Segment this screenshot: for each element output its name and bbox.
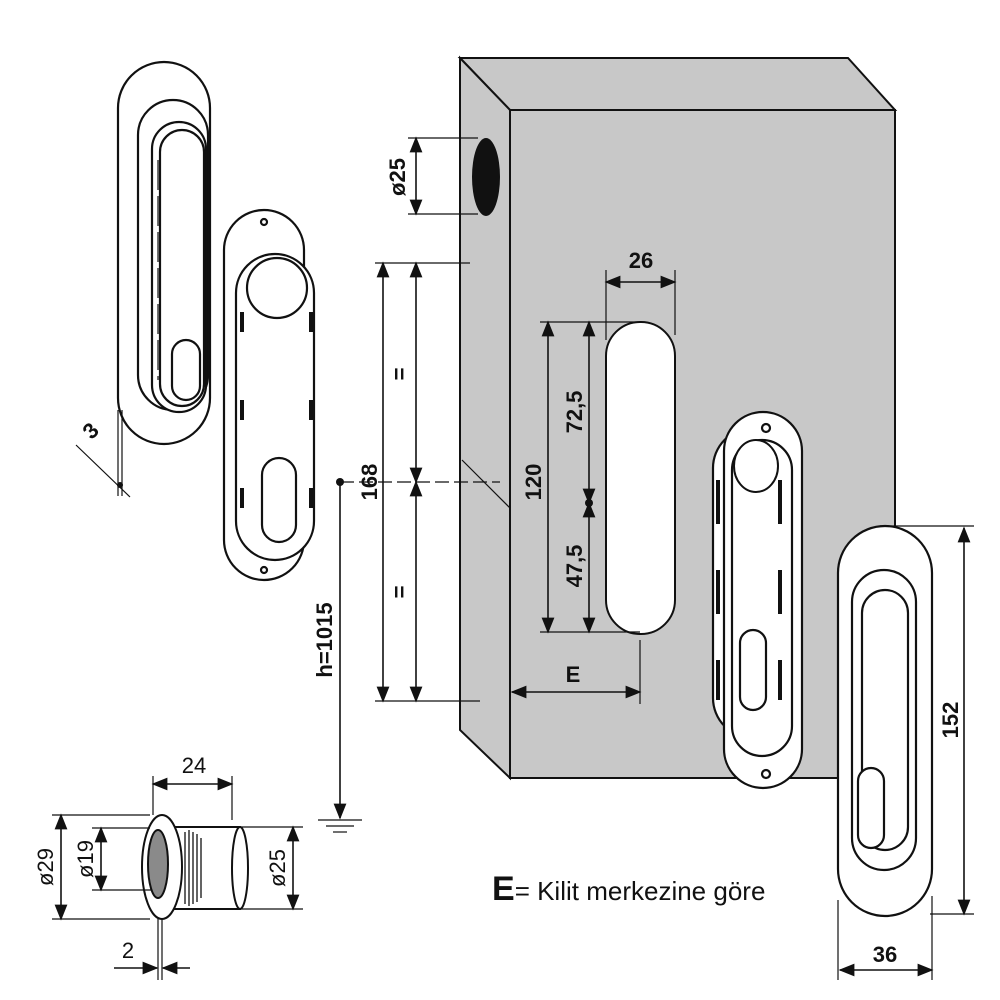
dim-floor-height: h=1015 xyxy=(312,602,337,677)
dim-handle-length: 152 xyxy=(938,702,963,739)
dim-equal-bottom: = xyxy=(387,586,412,599)
cylinder-hole xyxy=(472,138,500,216)
handle-mounting-plate xyxy=(222,208,316,582)
dim-slot-height: 120 xyxy=(521,464,546,501)
dim-body-diameter: ø25 xyxy=(265,849,290,887)
dim-hole-diameter: ø25 xyxy=(385,158,410,196)
dim-cylinder-length: 24 xyxy=(182,753,206,778)
door-block xyxy=(457,55,898,781)
dim-backset: E xyxy=(566,662,581,687)
dim-lower-slot: 47,5 xyxy=(562,545,587,588)
dim-slot-width: 26 xyxy=(629,248,653,273)
legend-text: = Kilit merkezine göre xyxy=(515,876,766,906)
handle-front-view xyxy=(836,524,934,918)
legend-symbol: E xyxy=(492,870,515,908)
dim-equal-top: = xyxy=(387,368,412,381)
rosette-detail xyxy=(141,814,249,920)
dim-inner-diameter: ø19 xyxy=(73,840,98,878)
dimension-lines xyxy=(52,136,974,980)
dim-total-height: 168 xyxy=(357,464,382,501)
dim-flange-diameter: ø29 xyxy=(33,848,58,886)
handle-slot xyxy=(605,321,676,635)
dim-upper-slot: 72,5 xyxy=(562,391,587,434)
handle-side-view xyxy=(116,60,212,446)
dim-handle-width: 36 xyxy=(873,942,897,967)
legend-note: E= Kilit merkezine göre xyxy=(492,870,765,908)
dim-flange-thickness: 2 xyxy=(122,938,134,963)
dim-plate-thickness: 3 xyxy=(78,418,104,444)
handle-installed xyxy=(711,410,804,790)
